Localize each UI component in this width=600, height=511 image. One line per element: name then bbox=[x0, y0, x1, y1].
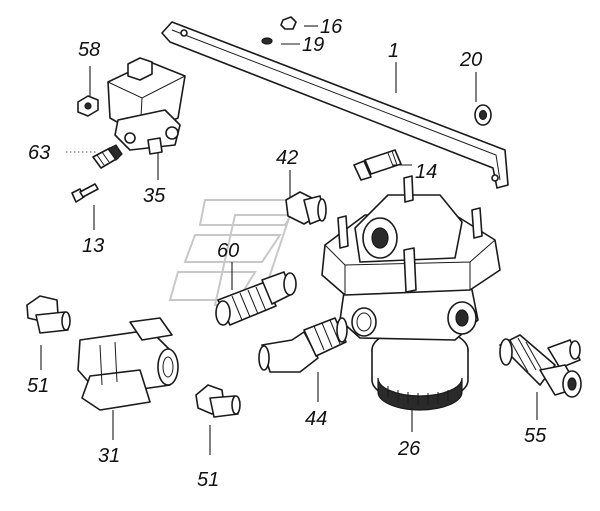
callout-19: 19 bbox=[302, 34, 324, 56]
part-1-bracket bbox=[161, 21, 509, 189]
callout-1: 1 bbox=[388, 40, 399, 62]
part-63-fitting bbox=[92, 144, 123, 169]
callout-20: 20 bbox=[459, 49, 482, 71]
part-58-nut bbox=[77, 95, 99, 117]
callout-31: 31 bbox=[98, 445, 120, 467]
leader-lines bbox=[40, 25, 538, 455]
part-13-screw bbox=[71, 183, 99, 203]
part-51-fitting-lower bbox=[195, 384, 241, 418]
part-35-solenoid-valve bbox=[107, 57, 186, 155]
part-19-washer bbox=[261, 37, 273, 45]
part-26-main-valve bbox=[321, 175, 501, 411]
callout-55: 55 bbox=[524, 425, 547, 447]
callout-26: 26 bbox=[397, 438, 421, 460]
part-55-tee bbox=[499, 334, 582, 398]
callout-16: 16 bbox=[320, 16, 343, 38]
part-51-fitting-left bbox=[26, 295, 71, 334]
callout-51-lower: 51 bbox=[197, 469, 219, 491]
callout-14: 14 bbox=[415, 161, 437, 183]
part-44-elbow bbox=[258, 317, 348, 373]
callout-35: 35 bbox=[143, 185, 166, 207]
callout-labels: 16 19 1 20 58 63 35 14 42 13 60 51 31 51… bbox=[27, 16, 547, 491]
callout-58: 58 bbox=[78, 39, 100, 61]
part-60-fitting bbox=[215, 271, 297, 326]
callout-60: 60 bbox=[217, 240, 239, 262]
callout-42: 42 bbox=[276, 147, 298, 169]
callout-63: 63 bbox=[28, 142, 50, 164]
part-16-nut bbox=[280, 16, 297, 30]
callout-44: 44 bbox=[305, 408, 327, 430]
part-20-washer bbox=[474, 104, 492, 126]
callout-51-left: 51 bbox=[27, 375, 49, 397]
part-31-tee bbox=[77, 317, 179, 411]
part-42-fitting bbox=[285, 191, 327, 225]
part-14-bolt bbox=[353, 149, 402, 181]
callout-13: 13 bbox=[82, 235, 104, 257]
